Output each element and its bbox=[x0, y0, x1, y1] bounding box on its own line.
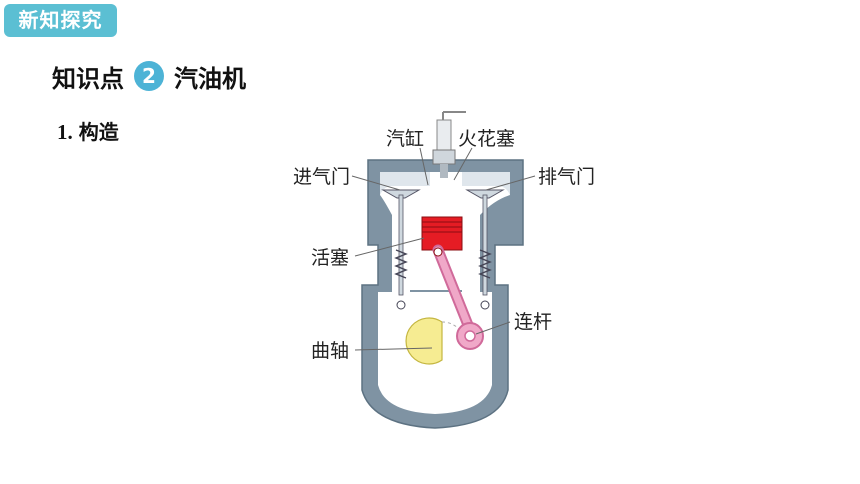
label-spark-plug: 火花塞 bbox=[458, 128, 515, 150]
connecting-rod-leader bbox=[475, 321, 511, 335]
cylinder-leader bbox=[419, 147, 429, 186]
spark-plug-leader bbox=[453, 147, 473, 181]
exhaust-valve-leader bbox=[485, 175, 536, 191]
crankshaft-leader bbox=[354, 347, 433, 351]
crankshaft bbox=[405, 317, 466, 365]
label-cylinder: 汽缸 bbox=[386, 128, 424, 150]
connecting-rod bbox=[432, 244, 484, 350]
exhaust-valve-channel bbox=[462, 215, 480, 295]
label-connecting-rod: 连杆 bbox=[514, 311, 552, 333]
heading-prefix: 知识点 bbox=[52, 64, 124, 93]
subsection-number: 1. bbox=[57, 120, 73, 144]
intake-valve-leader bbox=[351, 175, 401, 191]
subsection-heading: 1.构造 bbox=[57, 116, 119, 145]
section-tag: 新知探究 bbox=[4, 4, 117, 37]
knowledge-point-heading: 知识点 2 汽油机 bbox=[52, 58, 246, 94]
piston bbox=[421, 216, 463, 251]
label-intake-valve: 进气门 bbox=[293, 166, 350, 188]
intake-valve bbox=[381, 189, 421, 310]
heading-number-badge: 2 bbox=[134, 61, 164, 91]
label-exhaust-valve: 排气门 bbox=[538, 166, 595, 188]
leader-lines bbox=[351, 147, 536, 351]
label-crankshaft: 曲轴 bbox=[311, 340, 349, 362]
exhaust-valve bbox=[465, 189, 505, 310]
intake-port bbox=[380, 172, 430, 195]
spark-plug bbox=[432, 111, 466, 178]
piston-leader bbox=[354, 237, 425, 257]
heading-title: 汽油机 bbox=[174, 64, 246, 93]
label-piston: 活塞 bbox=[311, 247, 349, 269]
subsection-title: 构造 bbox=[78, 120, 119, 144]
exhaust-port bbox=[462, 172, 510, 195]
